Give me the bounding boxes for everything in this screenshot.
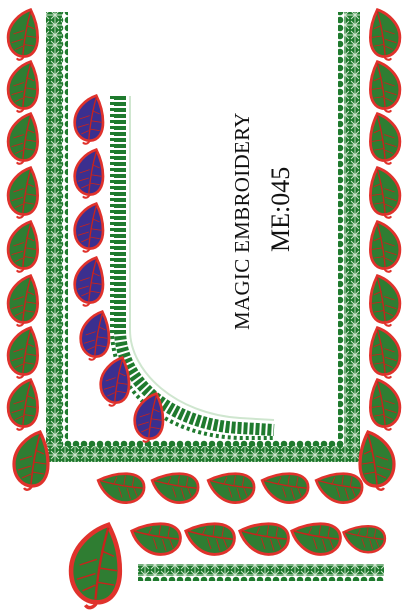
sample-paisley-strip (130, 522, 387, 581)
bottom-paisley-row (96, 472, 364, 504)
right-paisley-column (368, 8, 402, 432)
design-code-label: ME:045 (266, 166, 295, 252)
left-paisley-column (6, 8, 40, 432)
outer-border (46, 12, 360, 462)
brand-label: MAGIC EMBROIDERY (230, 112, 254, 330)
inner-curved-border (110, 96, 275, 440)
sample-large-paisley (71, 525, 120, 608)
